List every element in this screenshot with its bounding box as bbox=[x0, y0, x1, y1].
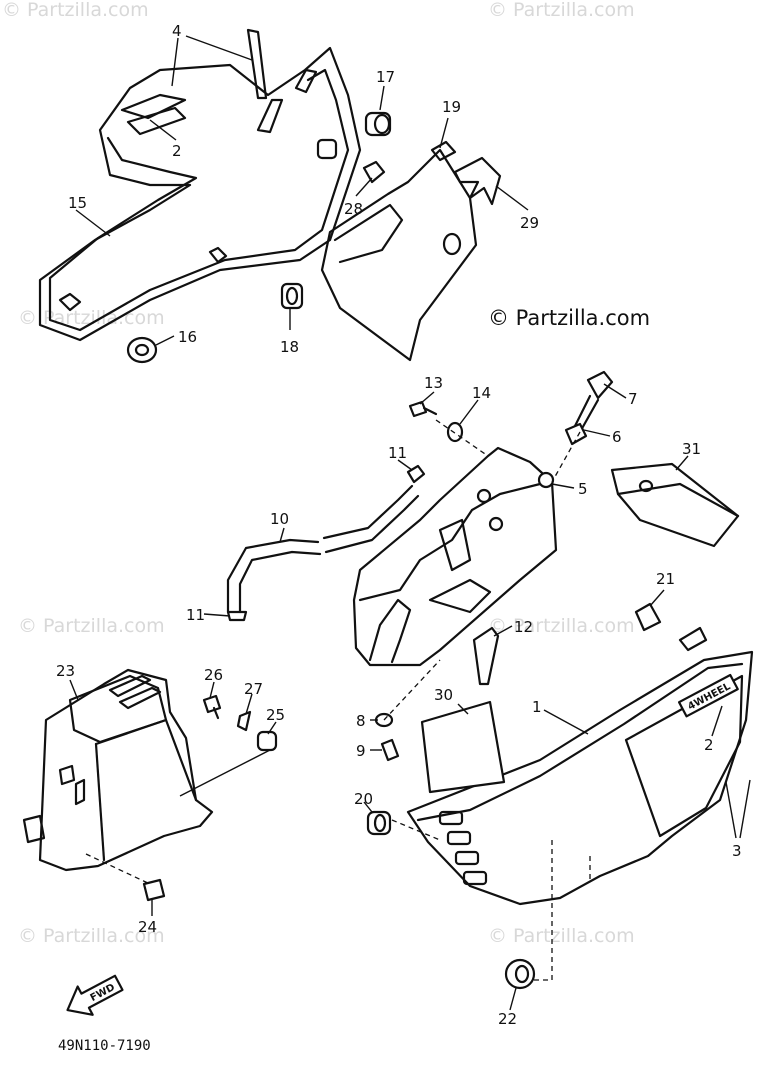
callout-19: 19 bbox=[442, 98, 461, 116]
grommet-22 bbox=[504, 958, 536, 990]
callout-2-top: 2 bbox=[172, 142, 182, 160]
side-cover-assembly: 4WHEEL bbox=[366, 602, 754, 990]
clip-28 bbox=[362, 160, 386, 184]
callout-22: 22 bbox=[498, 1010, 517, 1028]
callout-21: 21 bbox=[656, 570, 675, 588]
pad-31 bbox=[610, 462, 740, 548]
callout-20: 20 bbox=[354, 790, 373, 808]
tank-cap-7 bbox=[586, 370, 614, 400]
washer-14 bbox=[446, 421, 464, 443]
callout-31: 31 bbox=[682, 440, 701, 458]
label-panel-30 bbox=[420, 700, 506, 794]
callout-7: 7 bbox=[628, 390, 638, 408]
watermark-top-right: © Partzilla.com bbox=[488, 0, 635, 21]
clamp-11-bottom bbox=[226, 610, 248, 622]
drawing-code: 49N110-7190 bbox=[58, 1038, 151, 1054]
callout-6: 6 bbox=[612, 428, 622, 446]
watermark-top-left: © Partzilla.com bbox=[2, 0, 149, 21]
callout-25: 25 bbox=[266, 706, 285, 724]
clip-21 bbox=[634, 602, 662, 632]
callout-24: 24 bbox=[138, 918, 157, 936]
callout-13: 13 bbox=[424, 374, 443, 392]
callout-18: 18 bbox=[280, 338, 299, 356]
watermark-bottom-right: © Partzilla.com bbox=[488, 925, 635, 947]
grommet-16 bbox=[126, 336, 158, 364]
clamp-11-top bbox=[406, 464, 426, 484]
callout-8: 8 bbox=[356, 712, 366, 730]
watermarks: © Partzilla.com © Partzilla.com © Partzi… bbox=[2, 0, 635, 947]
callout-3: 3 bbox=[732, 842, 742, 860]
callout-10: 10 bbox=[270, 510, 289, 528]
callout-12: 12 bbox=[514, 618, 533, 636]
callout-11-bottom: 11 bbox=[186, 606, 205, 624]
callout-4: 4 bbox=[172, 22, 182, 40]
battery-box-assembly bbox=[22, 668, 278, 902]
watermark-left-2: © Partzilla.com bbox=[18, 615, 165, 637]
callout-26: 26 bbox=[204, 666, 223, 684]
tank-assembly bbox=[226, 370, 614, 686]
collar-25 bbox=[256, 730, 278, 752]
leader-lines bbox=[69, 35, 751, 1011]
callout-9: 9 bbox=[356, 742, 366, 760]
flap-assembly bbox=[320, 140, 502, 362]
watermark-bottom-left: © Partzilla.com bbox=[18, 925, 165, 947]
nut-24 bbox=[142, 878, 166, 902]
callout-11-top: 11 bbox=[388, 444, 407, 462]
bolt-9 bbox=[380, 738, 400, 762]
clip-27 bbox=[236, 710, 252, 732]
rivet-12 bbox=[472, 626, 500, 686]
gasket-6 bbox=[564, 422, 588, 446]
callout-2-side: 2 bbox=[704, 736, 714, 754]
callout-1: 1 bbox=[532, 698, 542, 716]
callout-30: 30 bbox=[434, 686, 453, 704]
callout-14: 14 bbox=[472, 384, 491, 402]
callout-16: 16 bbox=[178, 328, 197, 346]
callout-23: 23 bbox=[56, 662, 75, 680]
callout-15: 15 bbox=[68, 194, 87, 212]
callout-28: 28 bbox=[344, 200, 363, 218]
copyright-notice: © Partzilla.com bbox=[488, 306, 650, 330]
grommet-18 bbox=[280, 282, 304, 310]
watermark-right-2: © Partzilla.com bbox=[488, 615, 635, 637]
forward-direction-arrow: FWD bbox=[66, 974, 124, 1016]
callout-5: 5 bbox=[578, 480, 588, 498]
clip-29 bbox=[453, 156, 502, 206]
front-cover-assembly bbox=[38, 28, 392, 364]
callout-17: 17 bbox=[376, 68, 395, 86]
hose-10 bbox=[226, 538, 320, 614]
bolt-13 bbox=[408, 400, 428, 418]
callout-29: 29 bbox=[520, 214, 539, 232]
callout-27: 27 bbox=[244, 680, 263, 698]
bolt-26 bbox=[202, 694, 222, 714]
callouts: 4 2 15 16 17 18 28 19 29 13 14 7 6 5 31 … bbox=[56, 22, 742, 1028]
